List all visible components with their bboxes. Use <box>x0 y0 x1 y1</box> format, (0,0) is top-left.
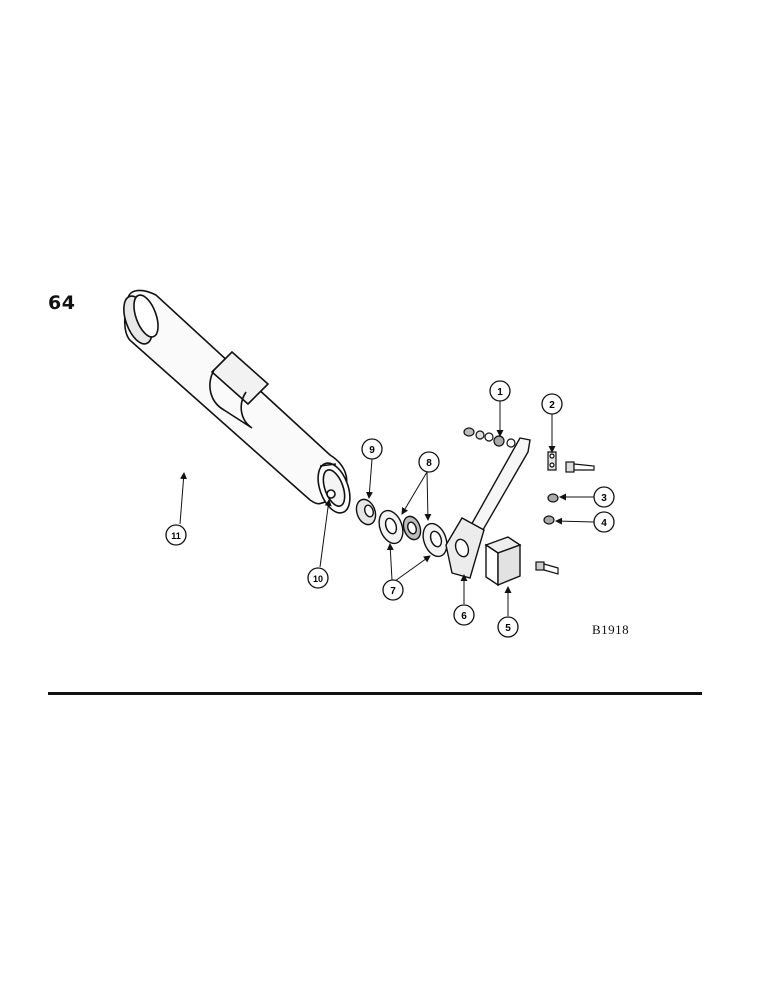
svg-text:7: 7 <box>390 586 396 597</box>
svg-text:3: 3 <box>601 493 607 504</box>
callout-6: 6 <box>453 604 475 626</box>
figure-code: B1918 <box>592 622 630 637</box>
callout-1: 1 <box>489 380 511 402</box>
callout-2: 2 <box>541 393 563 415</box>
hardware-parts <box>463 427 595 575</box>
svg-text:2: 2 <box>549 400 555 411</box>
callout-10: 10 <box>307 567 329 589</box>
callout-7: 7 <box>382 579 404 601</box>
svg-text:1: 1 <box>497 387 503 398</box>
callout-5: 5 <box>497 616 519 638</box>
callout-8: 8 <box>418 451 440 473</box>
rubber-block <box>484 536 522 587</box>
callout-3: 3 <box>593 486 615 508</box>
horizontal-rule <box>48 692 702 695</box>
svg-text:4: 4 <box>601 518 607 529</box>
svg-text:8: 8 <box>426 458 432 469</box>
cylinder-drum <box>123 289 351 514</box>
svg-text:10: 10 <box>313 574 323 584</box>
svg-text:6: 6 <box>461 611 467 622</box>
leader-lines <box>179 401 595 616</box>
arm-bracket <box>445 437 531 579</box>
bearing-flange-set <box>378 509 448 558</box>
svg-text:9: 9 <box>369 445 375 456</box>
callout-9: 9 <box>361 438 383 460</box>
callout-4: 4 <box>593 511 615 533</box>
callout-11: 11 <box>165 524 187 546</box>
page-number: 64 <box>48 292 76 314</box>
svg-text:11: 11 <box>171 531 181 541</box>
spacer-ring <box>355 498 377 526</box>
svg-text:5: 5 <box>505 623 511 634</box>
